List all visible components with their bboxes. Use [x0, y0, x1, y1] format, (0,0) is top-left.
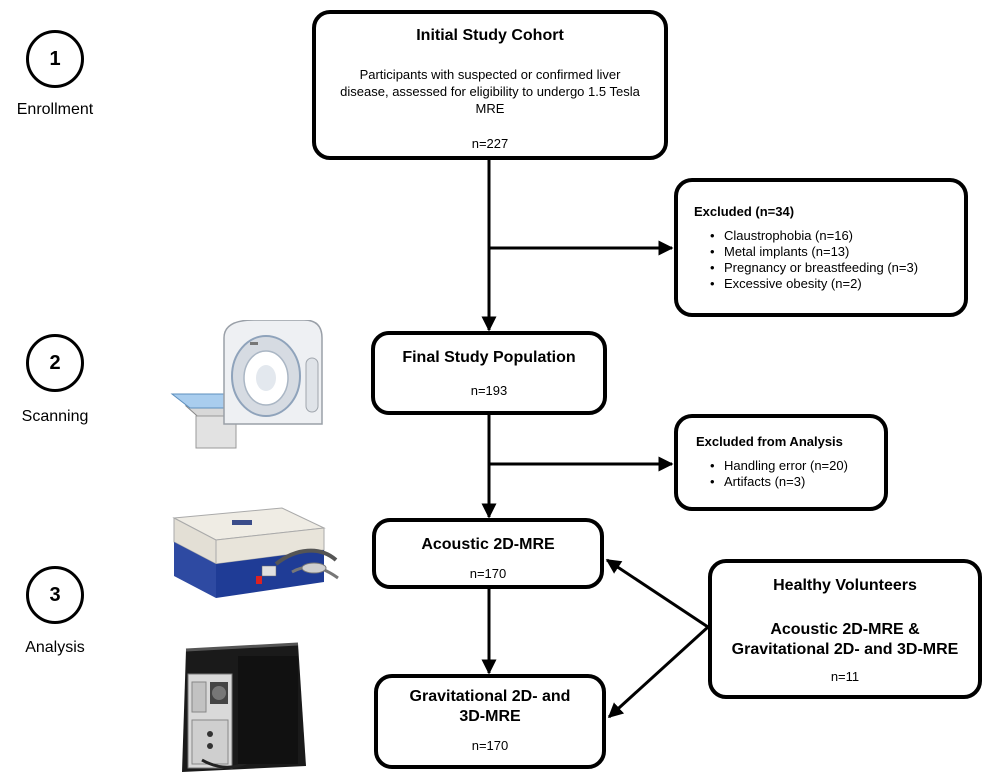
- final-population-title: Final Study Population: [402, 349, 576, 366]
- gravitational-driver-device-icon: [182, 642, 306, 772]
- volunteers-subtitle-line2: Gravitational 2D- and 3D-MRE: [731, 641, 959, 658]
- step-3-circle: 3: [26, 566, 84, 624]
- volunteers-n: n=11: [830, 669, 860, 684]
- mri-scanner-icon: [170, 320, 323, 449]
- list-item: Artifacts (n=3): [708, 474, 848, 490]
- final-population-n: n=193: [470, 383, 508, 398]
- gravitational-box: Gravitational 2D- and 3D-MRE n=170: [374, 674, 606, 769]
- cohort-description: Participants with suspected or confirmed…: [340, 67, 640, 116]
- healthy-volunteers-box: Healthy Volunteers Acoustic 2D-MRE & Gra…: [708, 559, 982, 699]
- list-item: Metal implants (n=13): [708, 244, 918, 260]
- cohort-n: n=227: [471, 136, 509, 151]
- gravitational-title-line2: 3D-MRE: [459, 708, 521, 725]
- excluded-analysis-title: Excluded from Analysis: [696, 434, 843, 449]
- excluded-analysis-list: Handling error (n=20) Artifacts (n=3): [708, 458, 848, 490]
- list-item: Pregnancy or breastfeeding (n=3): [708, 260, 918, 276]
- gravitational-n: n=170: [471, 738, 509, 753]
- volunteers-title: Healthy Volunteers: [773, 577, 917, 594]
- excluded-title: Excluded (n=34): [694, 204, 795, 219]
- list-item: Claustrophobia (n=16): [708, 228, 918, 244]
- acoustic-driver-device-icon: [172, 507, 339, 598]
- excluded-box: Excluded (n=34) Claustrophobia (n=16) Me…: [674, 178, 968, 317]
- step-2-label: Scanning: [21, 408, 89, 425]
- acoustic-n: n=170: [469, 566, 507, 581]
- excluded-analysis-box: Excluded from Analysis Handling error (n…: [674, 414, 888, 511]
- step-1-circle: 1: [26, 30, 84, 88]
- acoustic-title: Acoustic 2D-MRE: [421, 536, 555, 553]
- final-population-box: Final Study Population n=193: [371, 331, 607, 415]
- list-item: Handling error (n=20): [708, 458, 848, 474]
- acoustic-box: Acoustic 2D-MRE n=170: [372, 518, 604, 589]
- step-2-circle: 2: [26, 334, 84, 392]
- volunteers-subtitle-line1: Acoustic 2D-MRE &: [770, 621, 920, 638]
- step-1-label: Enrollment: [16, 101, 94, 118]
- step-3-label: Analysis: [25, 639, 85, 656]
- initial-cohort-box: Initial Study Cohort Participants with s…: [312, 10, 668, 160]
- gravitational-title-line1: Gravitational 2D- and: [409, 688, 571, 705]
- cohort-title: Initial Study Cohort: [416, 27, 564, 44]
- excluded-list: Claustrophobia (n=16) Metal implants (n=…: [708, 228, 918, 292]
- list-item: Excessive obesity (n=2): [708, 276, 918, 292]
